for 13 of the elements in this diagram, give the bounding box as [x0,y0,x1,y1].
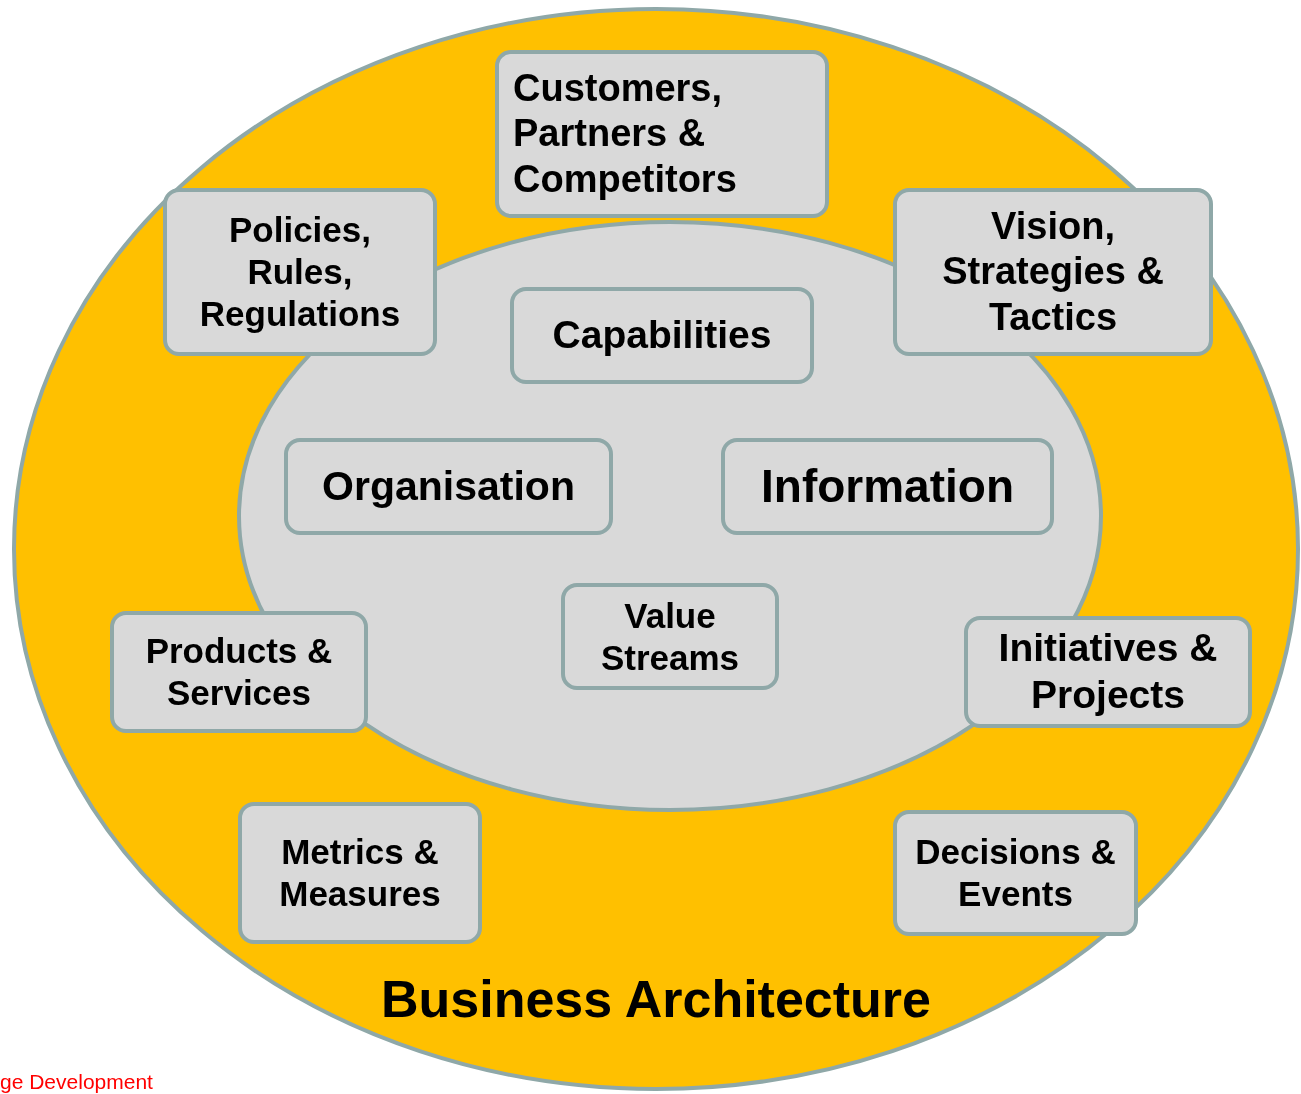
concept-box: Metrics & Measures [238,802,482,944]
concept-box: Organisation [284,438,613,535]
concept-box: Capabilities [510,287,814,384]
concept-box: Decisions & Events [893,810,1138,936]
concept-box: Customers, Partners & Competitors [495,50,829,218]
concept-box: Policies, Rules, Regulations [163,188,437,356]
concept-box: Initiatives & Projects [964,616,1252,728]
concept-box: Information [721,438,1054,535]
footer-note: ge Development [0,1070,153,1094]
concept-box: Products & Services [110,611,368,733]
concept-box: Vision, Strategies & Tactics [893,188,1213,356]
node-label: Business Architecture [379,969,932,1029]
concept-box: Value Streams [561,583,779,690]
